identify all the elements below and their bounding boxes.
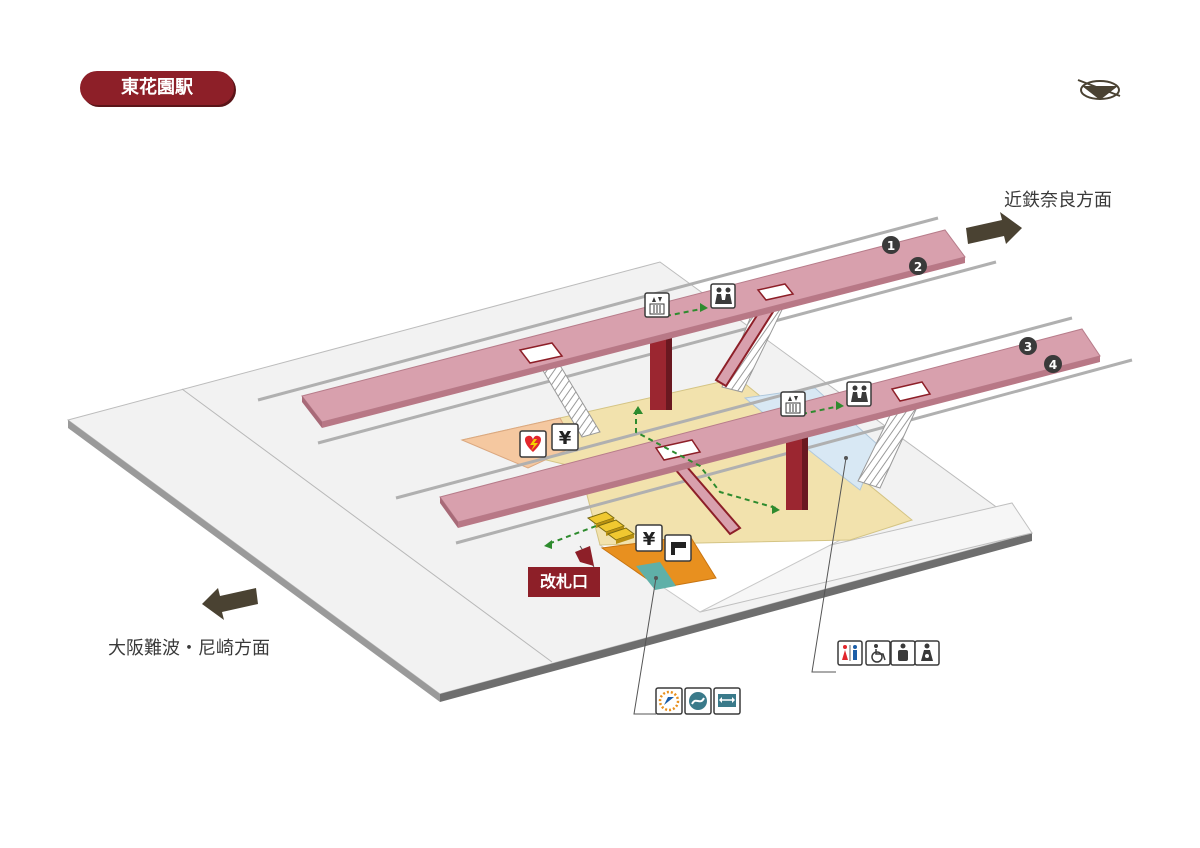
office-legend bbox=[655, 687, 741, 715]
track-4-label: 4 bbox=[1049, 358, 1057, 372]
elevator-icon bbox=[644, 292, 670, 318]
track-number-3 bbox=[1019, 337, 1037, 355]
aed-icon bbox=[519, 430, 547, 458]
track-3-label: 3 bbox=[1024, 340, 1032, 354]
atm-icon: ¥ bbox=[551, 423, 579, 451]
elevator-icon bbox=[780, 391, 806, 417]
track-1-label: 1 bbox=[887, 239, 895, 253]
accessible-route bbox=[547, 307, 841, 545]
north-arrow-icon bbox=[1077, 79, 1121, 100]
svg-text:¥: ¥ bbox=[559, 428, 572, 449]
stair-opening-2 bbox=[890, 381, 932, 402]
direction-label-southwest: 大阪難波・尼崎方面 bbox=[108, 638, 270, 659]
escalator-opening bbox=[756, 283, 795, 301]
svg-text:¥: ¥ bbox=[643, 529, 656, 550]
toilet-legend bbox=[837, 640, 940, 666]
direction-arrow-northeast bbox=[966, 212, 1022, 244]
ticket-gates bbox=[586, 511, 636, 544]
waiting-room-icon bbox=[846, 381, 872, 407]
ticket-gate-label: 改札口 bbox=[528, 567, 600, 597]
track-number-2 bbox=[909, 257, 927, 275]
atm-icon: ¥ bbox=[635, 524, 663, 552]
track-number-1 bbox=[882, 236, 900, 254]
ticket-machine-icon bbox=[664, 534, 692, 562]
escalator-opening-2 bbox=[654, 439, 702, 461]
stair-opening bbox=[518, 342, 564, 364]
direction-arrow-southwest bbox=[202, 588, 258, 620]
track-numbers: 1 2 3 4 bbox=[882, 236, 1062, 373]
track-2-label: 2 bbox=[914, 260, 922, 274]
station-name-badge: 東花園駅 bbox=[80, 71, 234, 105]
gate-callout-pointer bbox=[575, 546, 594, 566]
direction-label-northeast: 近鉄奈良方面 bbox=[1004, 190, 1112, 211]
route-arrowheads bbox=[544, 303, 844, 549]
track-number-4 bbox=[1044, 355, 1062, 373]
waiting-room-icon bbox=[710, 283, 736, 309]
